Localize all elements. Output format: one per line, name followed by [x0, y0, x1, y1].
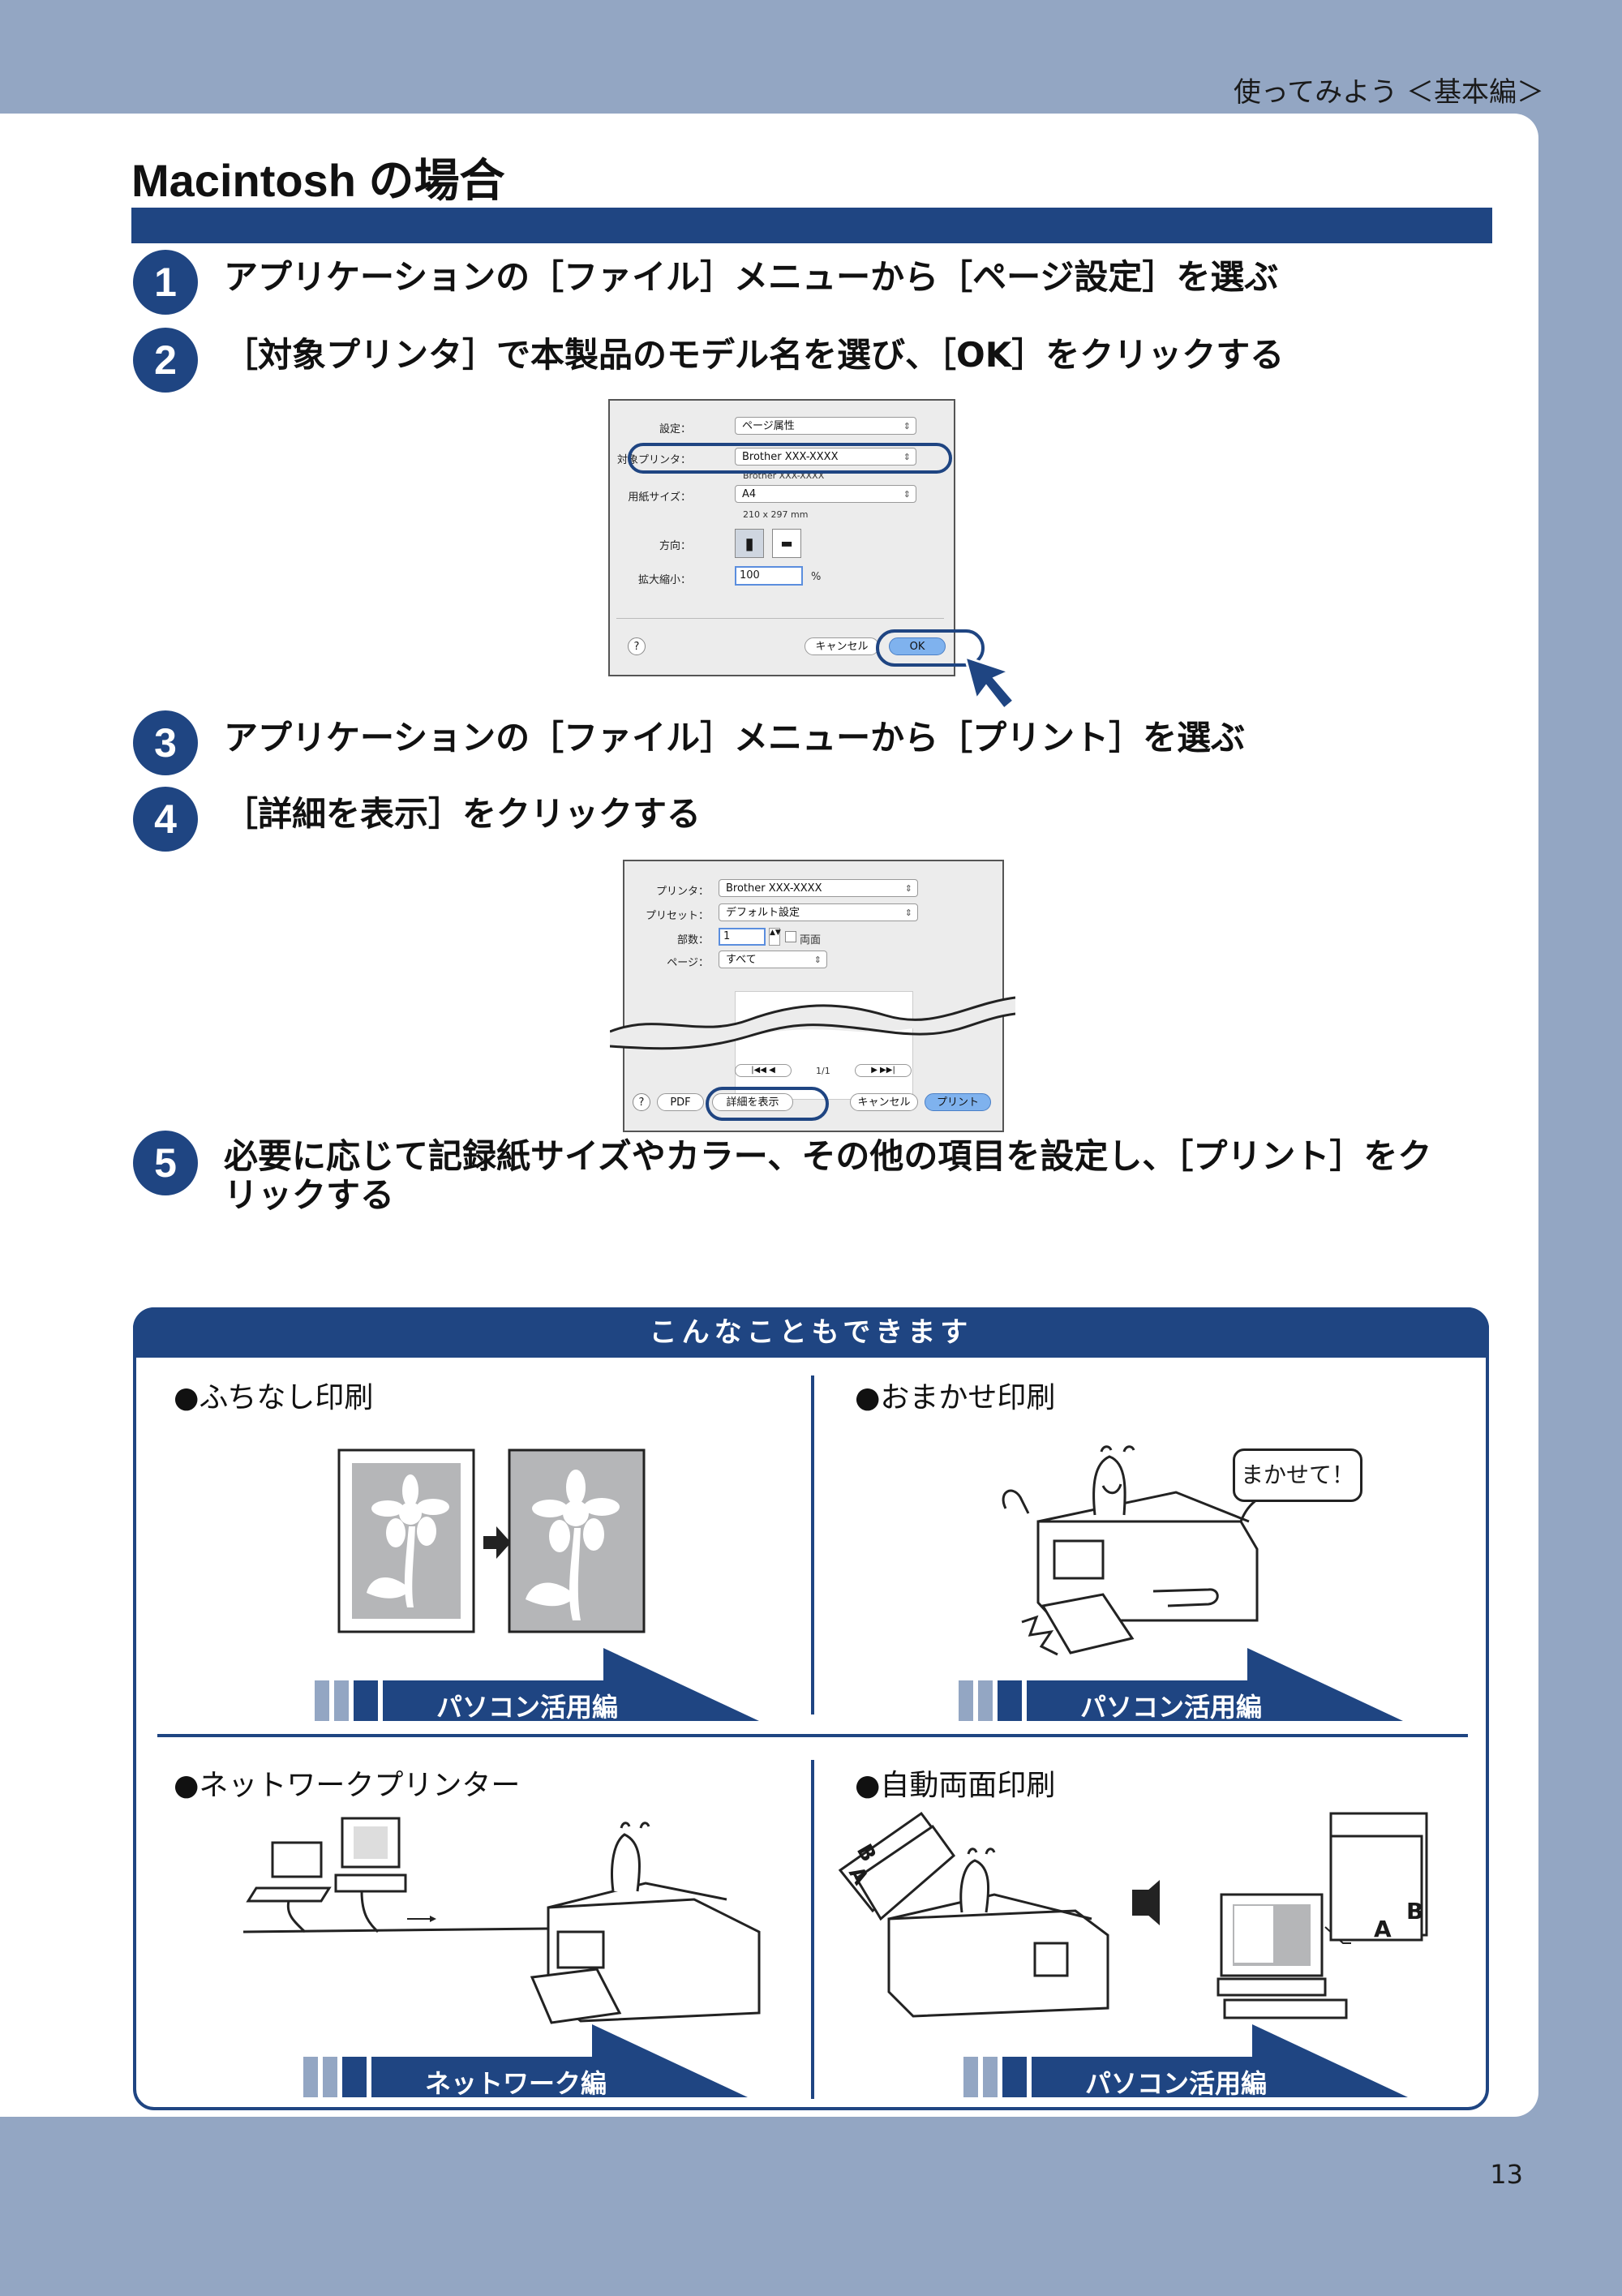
step-number: 2: [133, 328, 198, 393]
tips-divider-horizontal: [157, 1734, 1468, 1737]
pages-select[interactable]: すべて ⇕: [719, 951, 827, 968]
cursor-arrow-icon: [963, 654, 1016, 711]
pages-value: すべて: [726, 954, 757, 966]
print-button[interactable]: プリント: [925, 1093, 991, 1111]
paper-select[interactable]: A4 ⇕: [735, 485, 916, 503]
copies-input[interactable]: 1: [719, 928, 766, 946]
step-number: 4: [133, 787, 198, 852]
step-text-line: 必要に応じて記録紙サイズやカラー、その他の項目を設定し、［プリント］をク: [224, 1136, 1432, 1176]
reference-banner: パソコン活用編: [315, 1648, 761, 1723]
page-number: 13: [1490, 2159, 1523, 2190]
printer-character-illustration: [1002, 1445, 1282, 1656]
cancel-button[interactable]: キャンセル: [850, 1093, 918, 1111]
printer-label: プリンタ：: [655, 886, 709, 898]
banner-label: パソコン活用編: [436, 1692, 619, 1723]
settings-label: 設定：: [659, 423, 691, 436]
paper-label: 用紙サイズ：: [628, 491, 691, 504]
settings-select[interactable]: ページ属性 ⇕: [735, 417, 916, 435]
banner-shape: [303, 2024, 748, 2097]
copies-label: 部数：: [676, 934, 709, 946]
scale-input[interactable]: 100: [735, 566, 803, 586]
banner-label: パソコン活用編: [1080, 1692, 1263, 1723]
tip-title: ●ネットワークプリンター: [174, 1769, 521, 1802]
step-text: 必要に応じて記録紙サイズやカラー、その他の項目を設定し、［プリント］をク リック…: [224, 1137, 1431, 1215]
pages-label: ページ：: [667, 957, 709, 969]
step-text: アプリケーションの［ファイル］メニューから［ページ設定］を選ぶ: [224, 257, 1279, 297]
section-title: Macintosh の場合: [131, 155, 505, 206]
banner-shape: [315, 1648, 759, 1721]
tip-title: ●自動両面印刷: [855, 1769, 1056, 1802]
banner-shape: [963, 2024, 1408, 2097]
banner-label: ネットワーク編: [425, 2068, 607, 2099]
step-text: ［詳細を表示］をクリックする: [224, 794, 702, 834]
next-page-button[interactable]: ▶ ▶▶|: [855, 1064, 912, 1077]
printer-value: Brother XXX-XXXX: [742, 451, 839, 463]
scale-label: 拡大縮小：: [637, 574, 691, 586]
duplex-label: 両面: [800, 934, 822, 946]
copies-stepper[interactable]: ▲▼: [769, 928, 781, 946]
printer-select[interactable]: Brother XXX-XXXX ⇕: [735, 448, 916, 466]
settings-value: ページ属性: [742, 420, 795, 432]
select-arrow-icon: ⇕: [903, 489, 911, 500]
reference-banner: パソコン活用編: [959, 1648, 1405, 1723]
landscape-orientation-icon[interactable]: ▬: [772, 529, 801, 558]
step-text: ［対象プリンタ］で本製品のモデル名を選び、［OK］をクリックする: [224, 335, 1285, 375]
borderless-print-illustration: [337, 1448, 646, 1633]
tips-header: こんなこともできます: [133, 1307, 1489, 1358]
select-arrow-icon: ⇕: [903, 452, 911, 462]
duplex-printer-illustration: [838, 1811, 1428, 2019]
show-details-highlight: [706, 1087, 829, 1121]
divider: [616, 618, 944, 619]
header-label: 使ってみよう ＜基本編＞: [1233, 76, 1544, 109]
scale-unit: %: [811, 571, 822, 583]
step-number: 3: [133, 710, 198, 775]
help-button[interactable]: ?: [633, 1093, 650, 1111]
prev-page-button[interactable]: |◀◀ ◀: [735, 1064, 792, 1077]
reference-banner: パソコン活用編: [963, 2024, 1410, 2099]
reference-banner: ネットワーク編: [303, 2024, 749, 2099]
printer-select[interactable]: Brother XXX-XXXX ⇕: [719, 879, 918, 897]
speech-bubble: まかせて！: [1233, 1448, 1362, 1502]
paper-dimension: 210 x 297 mm: [743, 509, 809, 520]
portrait-orientation-icon[interactable]: ▮: [735, 529, 764, 558]
ok-highlight: [876, 629, 985, 667]
select-arrow-icon: ⇕: [903, 421, 911, 431]
tear-wave: [610, 996, 1015, 1050]
title-bar: [131, 208, 1492, 243]
paper-label-a: A: [1374, 1916, 1392, 1942]
printer-value: Brother XXX-XXXX: [726, 882, 822, 895]
printer-highlight: [628, 443, 952, 474]
preset-label: プリセット：: [645, 910, 709, 922]
paper-label-b: B: [1406, 1898, 1424, 1925]
help-button[interactable]: ?: [628, 637, 646, 655]
select-arrow-icon: ⇕: [813, 955, 822, 965]
tips-divider-vertical: [811, 1375, 814, 1714]
step-text-line: リックする: [224, 1175, 395, 1215]
step-number: 5: [133, 1131, 198, 1195]
tips-divider-vertical: [811, 1760, 814, 2099]
paper-value: A4: [742, 488, 757, 500]
cancel-button[interactable]: キャンセル: [805, 637, 879, 655]
step-number: 1: [133, 250, 198, 315]
page-count: 1/1: [816, 1066, 830, 1076]
tip-title: ●ふちなし印刷: [174, 1381, 374, 1414]
banner-label: パソコン活用編: [1085, 2068, 1268, 2099]
orientation-label: 方向：: [659, 540, 691, 552]
pdf-button[interactable]: PDF: [657, 1093, 704, 1111]
preset-value: デフォルト設定: [726, 907, 800, 919]
banner-shape: [959, 1648, 1403, 1721]
network-printer-illustration: [242, 1817, 761, 2024]
tip-title: ●おまかせ印刷: [855, 1381, 1056, 1414]
duplex-checkbox[interactable]: [785, 931, 796, 942]
select-arrow-icon: ⇕: [904, 908, 912, 918]
step-text: アプリケーションの［ファイル］メニューから［プリント］を選ぶ: [224, 718, 1246, 757]
select-arrow-icon: ⇕: [904, 883, 912, 894]
preset-select[interactable]: デフォルト設定 ⇕: [719, 903, 918, 921]
